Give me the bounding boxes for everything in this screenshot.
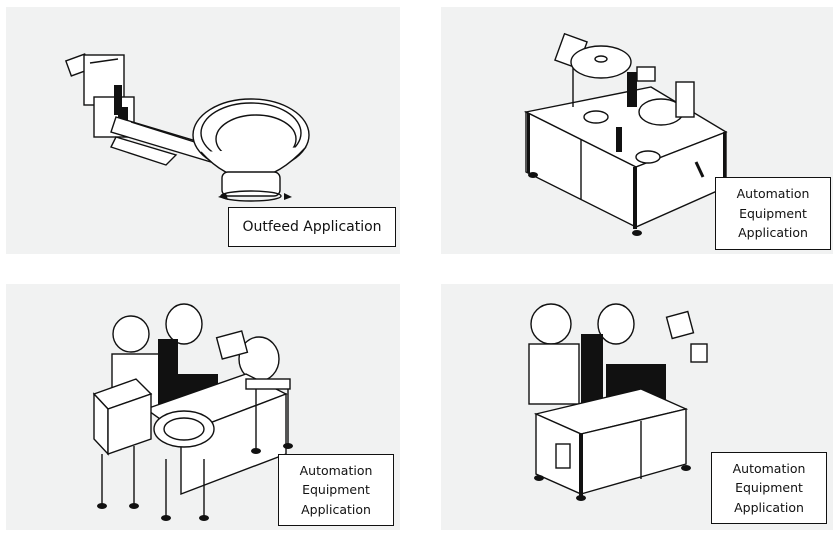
label-line: Equipment xyxy=(735,480,803,496)
bowl-feeder-illustration xyxy=(64,53,310,202)
panel-outfeed-application: Outfeed Application xyxy=(6,7,400,254)
label-line: Automation xyxy=(736,186,810,202)
label-line: Outfeed Application xyxy=(242,219,382,235)
panel-label: Automation Equipment Application xyxy=(715,177,831,250)
cabinet-machine-illustration xyxy=(528,303,708,501)
label-line: Application xyxy=(738,225,808,241)
rotary-machine-illustration xyxy=(523,32,732,236)
panel-automation-equipment-2: Automation Equipment Application xyxy=(6,284,400,530)
label-line: Automation xyxy=(732,460,806,476)
multi-station-illustration xyxy=(92,303,293,521)
panel-label: Automation Equipment Application xyxy=(711,452,827,524)
label-line: Equipment xyxy=(739,205,807,221)
panel-automation-equipment-1: Automation Equipment Application xyxy=(441,7,833,254)
label-line: Application xyxy=(734,499,804,515)
label-line: Application xyxy=(301,501,371,517)
label-line: Automation xyxy=(299,462,373,478)
panel-automation-equipment-3: Automation Equipment Application xyxy=(441,284,833,530)
panel-label: Automation Equipment Application xyxy=(278,454,394,526)
label-line: Equipment xyxy=(302,482,370,498)
panel-label: Outfeed Application xyxy=(228,207,396,247)
